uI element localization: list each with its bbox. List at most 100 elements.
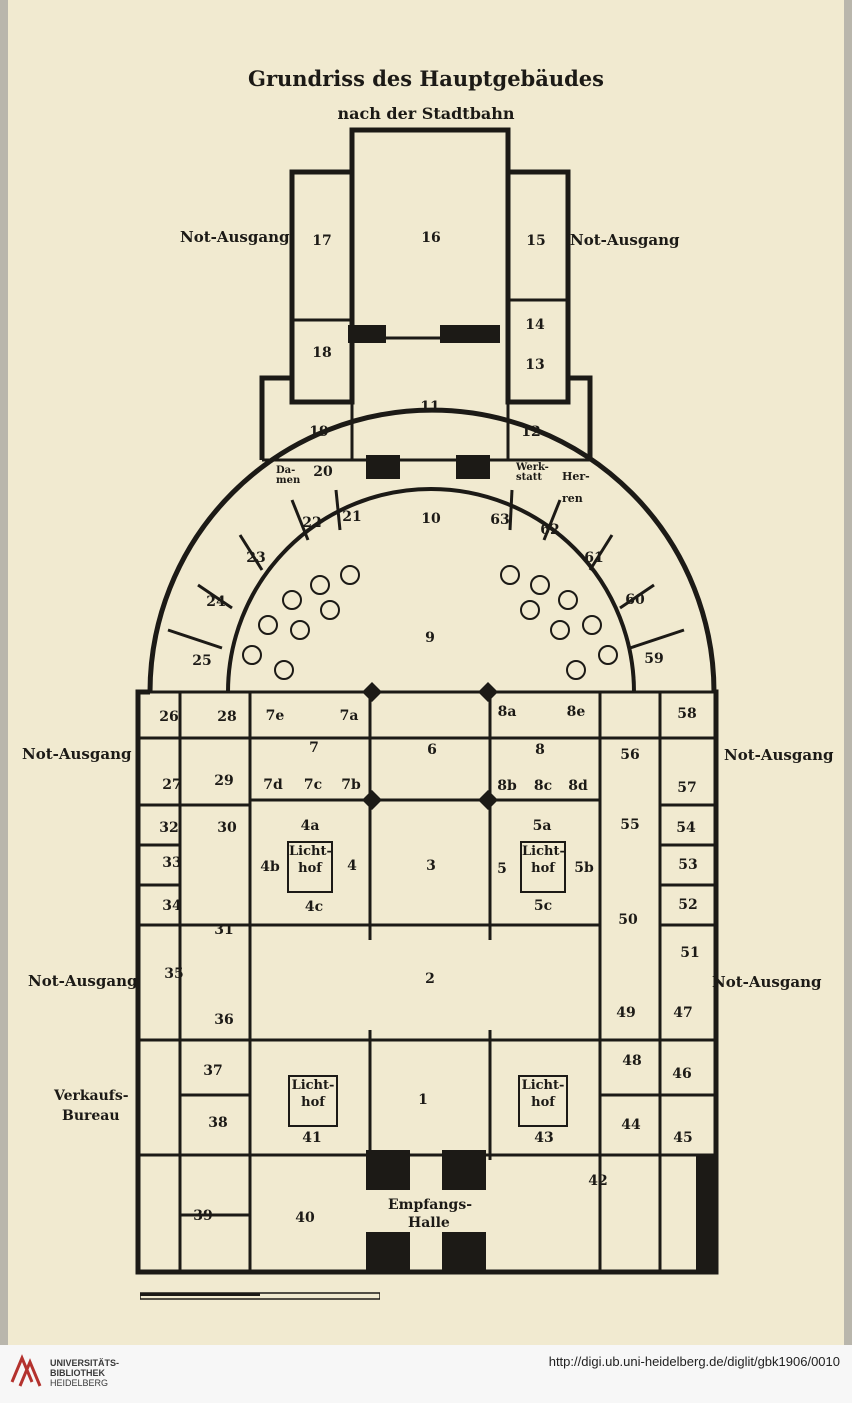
room-number: 25: [192, 653, 212, 669]
document-page: [8, 0, 844, 1345]
werkstatt-text: Werk-: [516, 462, 549, 473]
lichthof-43: Licht- hof: [518, 1075, 568, 1127]
room-number: 37: [203, 1063, 223, 1079]
room-number: 8d: [568, 778, 588, 794]
room-number: 40: [295, 1210, 315, 1226]
room-number: 3: [426, 858, 436, 874]
damen-label: Da-men: [276, 466, 300, 486]
room-number: 15: [526, 233, 546, 249]
room-number: 8b: [497, 778, 517, 794]
room-number: 34: [162, 898, 182, 914]
library-name: UNIVERSITÄTS- BIBLIOTHEK HEIDELBERG: [50, 1358, 119, 1388]
room-number: 35: [164, 966, 184, 982]
room-number: 7: [309, 740, 319, 756]
room-number: 29: [214, 773, 234, 789]
room-number: 38: [208, 1115, 228, 1131]
room-number: 45: [673, 1130, 693, 1146]
room-number: 4: [347, 858, 357, 874]
room-number: 7c: [303, 777, 323, 793]
verkaufs-label: Verkaufs-: [54, 1088, 129, 1104]
room-number: 39: [193, 1208, 213, 1224]
room-number: 53: [678, 857, 698, 873]
room-number: 2: [425, 971, 435, 987]
plan-title: Grundriss des Hauptgebäudes: [248, 66, 604, 91]
room-number: 33: [162, 855, 182, 871]
room-number: 62: [540, 522, 560, 538]
room-number: 58: [677, 706, 697, 722]
room-number: 7e: [265, 708, 285, 724]
room-number: 21: [342, 509, 362, 525]
room-number: 54: [676, 820, 696, 836]
room-number: 4a: [300, 818, 320, 834]
source-url-link[interactable]: http://digi.ub.uni-heidelberg.de/diglit/…: [548, 1354, 840, 1369]
exit-label: Not-Ausgang: [570, 231, 680, 249]
room-number: 7b: [341, 777, 361, 793]
room-number: 16: [421, 230, 441, 246]
lichthof-label: Licht-: [522, 844, 565, 859]
room-number: 61: [584, 550, 604, 566]
room-number: 28: [217, 709, 237, 725]
werkstatt-label: Werk-statt: [516, 463, 549, 483]
room-number: 8c: [533, 778, 553, 794]
room-number: 31: [214, 922, 234, 938]
room-number: 44: [621, 1117, 641, 1133]
room-number: 43: [534, 1130, 554, 1146]
halle-label: Halle: [408, 1215, 450, 1231]
exit-label: Not-Ausgang: [28, 972, 138, 990]
room-number: 7d: [263, 777, 283, 793]
room-number: 41: [302, 1130, 322, 1146]
herren-label: Her-ren: [562, 466, 590, 510]
room-number: 8a: [497, 704, 517, 720]
hof-label: hof: [531, 1095, 555, 1110]
room-number: 10: [421, 511, 441, 527]
plan-subtitle: nach der Stadtbahn: [337, 104, 515, 123]
room-number: 14: [525, 317, 545, 333]
scale-bar: [140, 1292, 380, 1300]
exit-label: Not-Ausgang: [724, 746, 834, 764]
room-number: 5b: [574, 860, 594, 876]
room-number: 56: [620, 747, 640, 763]
room-number: 63: [490, 512, 510, 528]
library-line-2: BIBLIOTHEK: [50, 1368, 105, 1378]
room-number: 23: [246, 550, 266, 566]
room-number: 27: [162, 777, 182, 793]
room-number: 49: [616, 1005, 636, 1021]
room-number: 57: [677, 780, 697, 796]
library-logo-icon: [10, 1354, 42, 1387]
library-line-3: HEIDELBERG: [50, 1378, 109, 1388]
room-number: 11: [420, 399, 440, 415]
exit-label: Not-Ausgang: [22, 745, 132, 763]
room-number: 5c: [533, 898, 553, 914]
damen-text: Da-: [276, 465, 296, 476]
room-number: 51: [680, 945, 700, 961]
room-number: 26: [159, 709, 179, 725]
room-number: 9: [425, 630, 435, 646]
room-number: 13: [525, 357, 545, 373]
bureau-label: Bureau: [62, 1108, 120, 1124]
werkstatt-text-2: statt: [516, 472, 542, 483]
library-line-1: UNIVERSITÄTS-: [50, 1358, 120, 1368]
room-number: 7a: [339, 708, 359, 724]
lichthof-4: Licht- hof: [287, 841, 333, 893]
room-number: 60: [625, 592, 645, 608]
room-number: 19: [309, 424, 329, 440]
room-number: 24: [206, 594, 226, 610]
room-number: 8e: [566, 704, 586, 720]
room-number: 50: [618, 912, 638, 928]
room-number: 46: [672, 1066, 692, 1082]
lichthof-label: Licht-: [289, 844, 332, 859]
lichthof-41: Licht- hof: [288, 1075, 338, 1127]
hof-label: hof: [298, 861, 322, 876]
room-number: 4b: [260, 859, 280, 875]
room-number: 48: [622, 1053, 642, 1069]
room-number: 8: [535, 742, 545, 758]
herren-text-2: ren: [562, 492, 583, 505]
room-number: 59: [644, 651, 664, 667]
room-number: 5a: [532, 818, 552, 834]
room-number: 55: [620, 817, 640, 833]
room-number: 47: [673, 1005, 693, 1021]
floor-plan: [135, 127, 719, 1275]
room-number: 1: [418, 1092, 428, 1108]
lichthof-label: Licht-: [291, 1078, 335, 1093]
room-number: 5: [497, 861, 507, 877]
